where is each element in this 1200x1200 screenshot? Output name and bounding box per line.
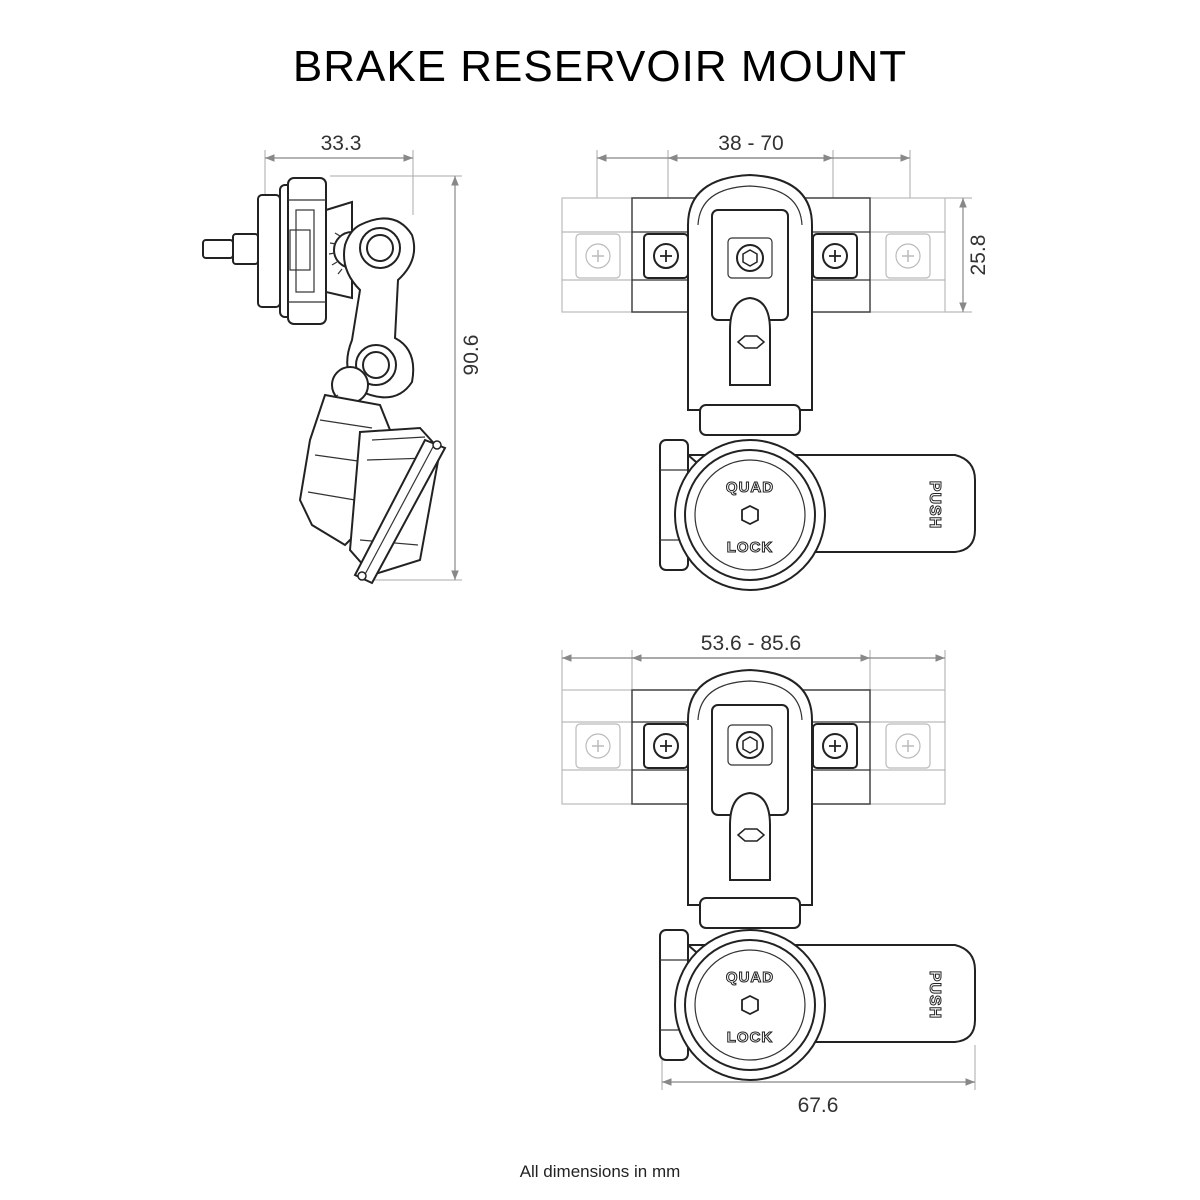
quad-lock-head-top: PUSH QUAD LOCK bbox=[659, 439, 976, 591]
front-view-bottom: 53.6 - 85.6 bbox=[561, 632, 976, 1117]
page-title: BRAKE RESERVOIR MOUNT bbox=[292, 42, 908, 91]
front-arm-top bbox=[687, 173, 813, 436]
dimension-side-height: 90.6 bbox=[330, 175, 483, 581]
side-base-plate bbox=[257, 177, 327, 325]
dim-label-side-width: 33.3 bbox=[321, 132, 362, 155]
dim-label-top-height: 25.8 bbox=[967, 235, 990, 276]
push-tab-label-bottom: PUSH bbox=[926, 971, 943, 1019]
dim-label-top-range: 38 - 70 bbox=[718, 132, 783, 155]
dim-label-bottom-range: 53.6 - 85.6 bbox=[701, 632, 801, 655]
dim-label-bottom-width: 67.6 bbox=[798, 1094, 839, 1117]
dimension-top-height: 25.8 bbox=[945, 197, 990, 313]
logo-lock-top: LOCK bbox=[727, 539, 774, 556]
quad-lock-head-bottom: PUSH QUAD LOCK bbox=[659, 929, 976, 1081]
dimension-top-range: 38 - 70 bbox=[596, 132, 911, 200]
side-shaft bbox=[202, 233, 259, 265]
logo-lock-bottom: LOCK bbox=[727, 1029, 774, 1046]
dimension-bottom-range: 53.6 - 85.6 bbox=[561, 632, 946, 690]
side-view: 33.3 90.6 bbox=[202, 132, 483, 585]
dimension-bottom-width: 67.6 bbox=[661, 1045, 976, 1117]
side-clamp-plate bbox=[353, 438, 447, 585]
dimension-side-width: 33.3 bbox=[264, 132, 414, 215]
dim-label-side-height: 90.6 bbox=[460, 335, 483, 376]
logo-quad-bottom: QUAD bbox=[726, 969, 774, 986]
side-dogbone-arm bbox=[343, 217, 416, 399]
logo-quad-top: QUAD bbox=[726, 479, 774, 496]
front-arm-bottom bbox=[687, 668, 813, 929]
footer-note: All dimensions in mm bbox=[519, 1162, 681, 1181]
push-tab-label-top: PUSH bbox=[926, 481, 943, 529]
front-view-top: 38 - 70 25.8 bbox=[561, 132, 990, 591]
